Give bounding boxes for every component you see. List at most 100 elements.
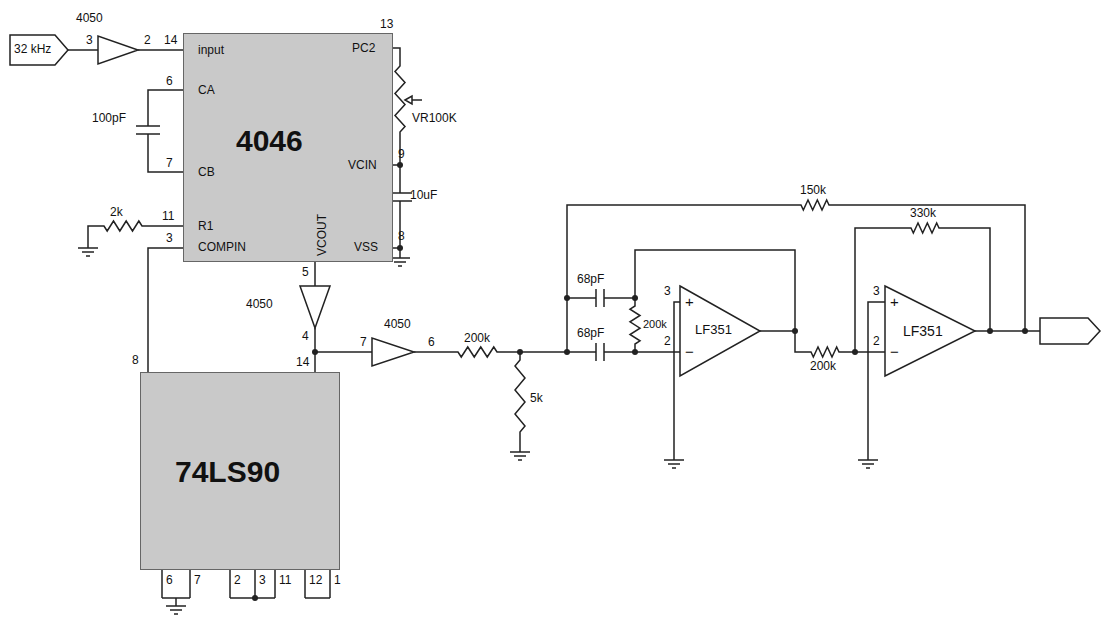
junction-dot	[1022, 328, 1028, 334]
pin-name: CB	[198, 166, 215, 180]
ground-symbol	[672, 467, 676, 469]
pin-number: 7	[360, 336, 367, 350]
ground-symbol	[664, 459, 684, 461]
component-label: 100pF	[92, 112, 126, 126]
part-name: LF351	[695, 323, 732, 338]
wire	[567, 297, 596, 299]
ground-symbol	[78, 247, 98, 249]
op-amp-outline	[885, 286, 975, 376]
pin-name: VCOUT	[316, 214, 330, 256]
wire	[975, 330, 1040, 332]
resistor-symbol	[905, 223, 945, 233]
wire	[150, 225, 183, 227]
pin-name: +	[685, 293, 694, 310]
part-name: 74LS90	[175, 455, 280, 490]
wire-connector	[148, 248, 183, 372]
ground-symbol	[166, 605, 186, 607]
ground-symbol	[390, 257, 410, 259]
pin-lead	[254, 570, 256, 598]
wire	[519, 440, 521, 452]
ground-symbol	[174, 613, 178, 615]
pin-number: 8	[398, 230, 405, 244]
part-name: 4046	[236, 124, 303, 159]
pin-name: +	[890, 293, 899, 310]
ground-symbol	[514, 455, 526, 457]
pin-name: −	[685, 343, 694, 360]
part-name: LF351	[903, 323, 943, 339]
wire	[604, 351, 680, 353]
wire	[148, 134, 183, 172]
pin-lead	[274, 570, 276, 598]
buffer-symbol	[372, 338, 414, 366]
capacitor-symbol	[595, 343, 597, 361]
capacitor-symbol	[595, 289, 597, 307]
pin-lead	[304, 570, 306, 598]
resistor-symbol	[630, 298, 640, 352]
op-amp-triangle: LF351+ −	[885, 286, 975, 376]
pin-number: 4	[302, 330, 309, 344]
pin-number: 12	[309, 574, 322, 588]
pin-number: 4050	[76, 12, 103, 26]
pin-number: 14	[164, 34, 177, 48]
pin-number: 4050	[384, 318, 411, 332]
pin-number: 6	[166, 75, 173, 89]
pin-name: −	[890, 343, 899, 360]
wire	[604, 297, 635, 299]
component-label: 200k	[464, 332, 490, 346]
potentiometer-wiper	[405, 96, 412, 104]
wire	[305, 597, 330, 599]
pin-number: 6	[428, 336, 435, 350]
wire	[138, 49, 183, 51]
pin-number: 14	[296, 356, 309, 370]
output-port	[1040, 318, 1100, 344]
pin-name: VCIN	[348, 159, 377, 173]
pin-number: 3	[166, 232, 173, 246]
pin-number: 2	[234, 574, 241, 588]
junction-dot	[397, 245, 403, 251]
wire	[674, 302, 680, 460]
resistor-symbol	[805, 347, 845, 357]
ground-symbol	[510, 451, 530, 453]
wire	[760, 331, 805, 352]
ground-symbol	[394, 261, 406, 263]
pin-lead	[189, 570, 191, 598]
pin-lead	[329, 570, 331, 598]
ground-symbol	[86, 255, 90, 257]
wire	[393, 48, 400, 58]
component-label: 68pF	[577, 327, 604, 341]
pin-number: 7	[194, 574, 201, 588]
wire	[845, 351, 885, 353]
ground-symbol	[668, 463, 680, 465]
wire	[315, 351, 372, 353]
pin-name: input	[198, 44, 224, 58]
ic-chip: 74LS90	[140, 372, 340, 570]
pin-number: 4050	[246, 298, 273, 312]
component-label: 32 kHz	[14, 43, 51, 57]
wire	[314, 262, 316, 286]
component-label: 2k	[110, 206, 123, 220]
pin-name: PC2	[352, 42, 375, 56]
pin-name: COMPIN	[198, 241, 246, 255]
pin-number: 11	[162, 210, 174, 224]
component-label: 5k	[530, 392, 543, 406]
pin-number: 7	[166, 157, 173, 171]
ground-symbol	[866, 467, 870, 469]
wire	[414, 351, 450, 353]
junction-dot	[987, 328, 993, 334]
buffer-symbol	[98, 36, 138, 64]
ground-symbol	[862, 463, 874, 465]
pin-number: 3	[873, 285, 880, 299]
component-label: 330k	[910, 207, 936, 221]
buffer-symbol	[300, 286, 330, 328]
pin-number: 3	[259, 574, 266, 588]
wire	[148, 90, 183, 126]
resistor-symbol	[96, 221, 150, 231]
pin-number: 6	[166, 574, 173, 588]
pin-number: 13	[380, 18, 393, 32]
pin-number: 9	[398, 148, 405, 162]
pin-lead	[229, 570, 231, 598]
wire	[175, 598, 177, 606]
junction-dot	[792, 328, 798, 334]
pin-number: 2	[873, 335, 880, 349]
wire	[868, 302, 885, 460]
